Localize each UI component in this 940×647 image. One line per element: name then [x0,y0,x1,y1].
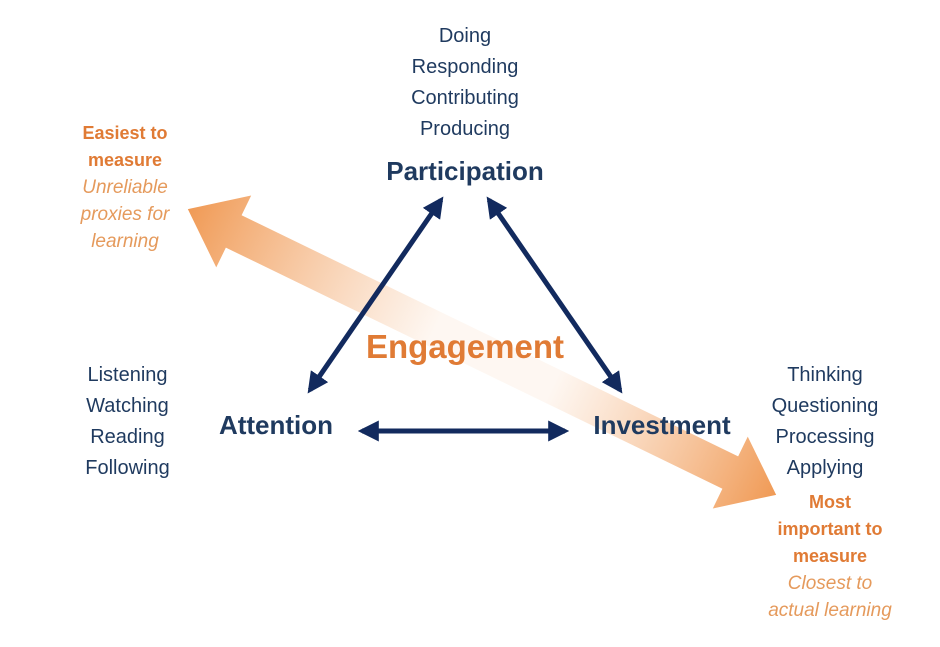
behavior-following: Following [85,457,170,479]
node-investment: Investment [593,410,731,440]
note-strong-line: measure [792,546,868,566]
arrow-participation-investment [486,196,623,394]
behavior-producing: Producing [419,118,511,140]
note-italic-line: learning [91,231,159,252]
attention-behaviors: Listening Watching Reading Following [55,360,200,484]
note-italic-line: Closest to [787,573,873,594]
behavior-listening: Listening [87,364,168,386]
behavior-responding: Responding [411,56,519,78]
note-strong-line: Most [809,492,851,512]
arrow-participation-attention [307,196,444,394]
easiest-to-measure-note: Easiest to measure Unreliable proxies fo… [60,120,190,255]
behavior-processing: Processing [775,426,875,448]
note-strong-line: measure [87,150,163,170]
investment-behaviors: Thinking Questioning Processing Applying [750,360,900,484]
behavior-doing: Doing [438,25,492,47]
participation-behaviors: Doing Responding Contributing Producing [390,21,540,145]
behavior-thinking: Thinking [787,364,863,386]
node-participation: Participation [386,156,544,186]
behavior-questioning: Questioning [771,395,879,417]
note-italic-line: proxies for [80,204,170,225]
note-strong-line: Easiest to [82,123,168,143]
node-attention: Attention [218,410,334,440]
behavior-reading: Reading [90,426,165,448]
behavior-applying: Applying [786,457,864,479]
most-important-note: Most important to measure Closest to act… [740,489,920,624]
note-strong-line: important to [777,519,883,539]
note-italic-line: Unreliable [82,177,168,198]
behavior-watching: Watching [86,395,169,417]
behavior-contributing: Contributing [411,87,519,109]
engagement-title: Engagement [365,328,565,365]
note-italic-line: actual learning [768,600,892,621]
